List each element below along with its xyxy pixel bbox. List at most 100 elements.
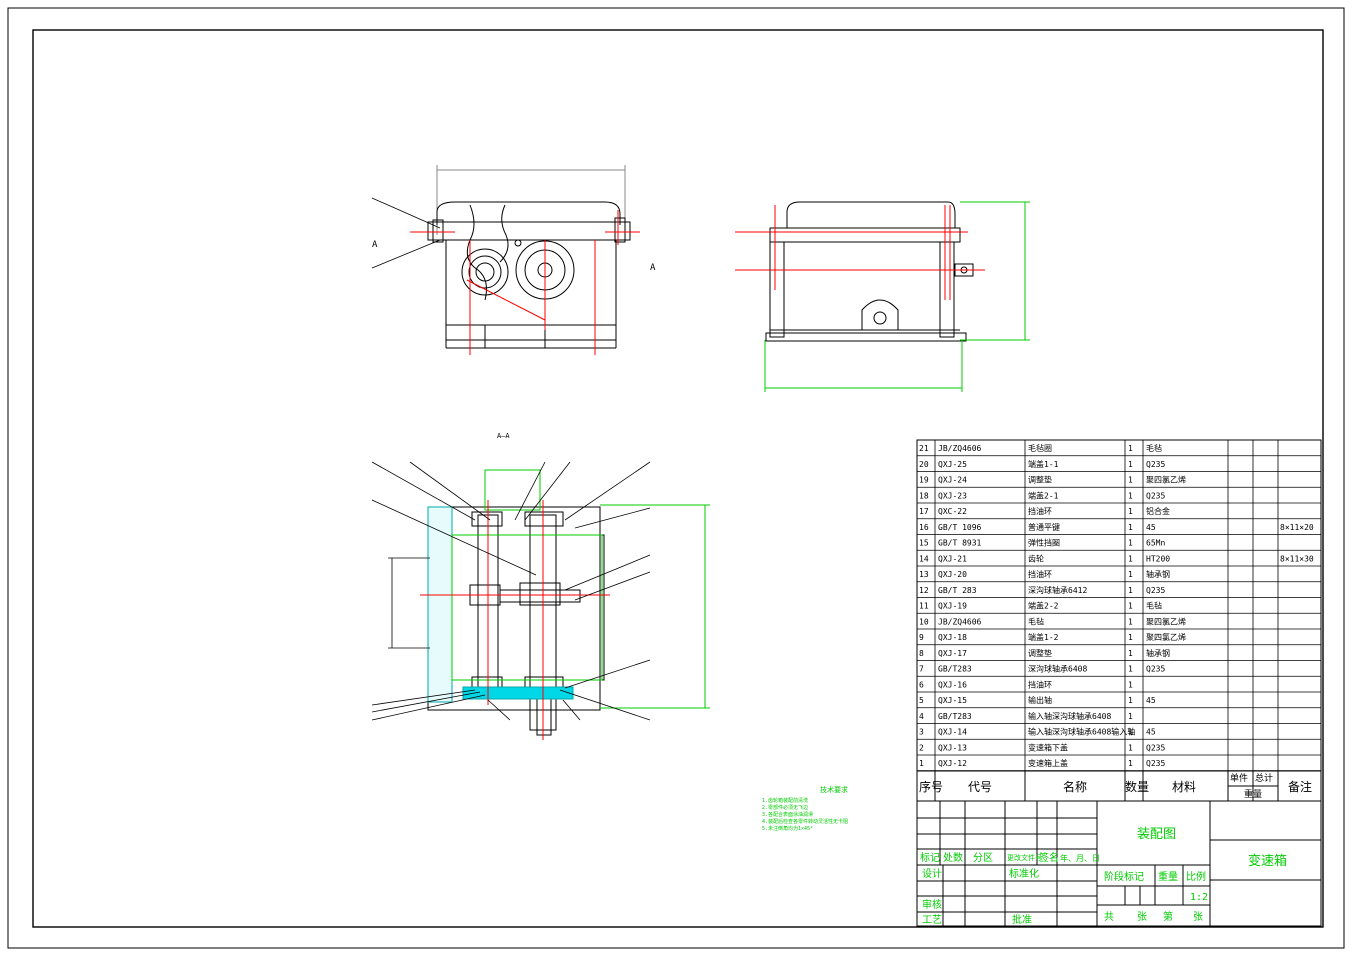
bom-row-code: QXJ-24	[938, 476, 967, 485]
tech-req-item: 3.各配合表面涂油润滑	[762, 811, 813, 818]
bom-row-code: GB/T283	[938, 665, 972, 674]
bom-row-code: GB/T283	[938, 712, 972, 721]
bom-row-code: QXJ-14	[938, 728, 967, 737]
bom-header-code: 代号	[968, 780, 992, 794]
bom-row-qty: 1	[1128, 586, 1133, 595]
section-view-centerlines	[420, 500, 610, 740]
tb-approve: 批准	[1012, 913, 1032, 926]
bom-row-material: Q235	[1146, 491, 1165, 500]
bom-row-qty: 1	[1128, 444, 1133, 453]
bom-row-code: QXJ-25	[938, 460, 967, 469]
section-dimensions	[451, 469, 710, 709]
bom-header-material: 材料	[1172, 780, 1196, 794]
bom-row-material: 聚四氯乙烯	[1146, 616, 1186, 626]
drawing-type: 装配图	[1137, 827, 1176, 842]
bom-row-material: Q235	[1146, 586, 1165, 595]
bom-row-qty: 1	[1128, 633, 1133, 642]
side-view-centerlines	[735, 205, 985, 300]
tb-mark: 标记	[920, 852, 940, 864]
tb-stage-mark: 阶段标记	[1104, 870, 1144, 883]
bom-row-qty: 1	[1128, 728, 1133, 737]
bom-row-qty: 1	[1128, 680, 1133, 689]
bom-header-total: 总计	[1255, 772, 1273, 784]
tech-req-item: 5.未注倒角均为1×45°	[762, 825, 813, 832]
bom-row-name: 齿轮	[1028, 553, 1044, 563]
front-view-leaders	[371, 197, 441, 269]
bom-row-no: 20	[919, 460, 929, 469]
bom-row-no: 3	[919, 728, 924, 737]
tb-zone: 分区	[973, 852, 993, 864]
tb-sign: 签名	[1039, 851, 1059, 864]
bom-row-code: QXJ-13	[938, 743, 967, 752]
bom-row-no: 16	[919, 523, 929, 532]
bom-row-code: JB/ZQ4606	[938, 444, 982, 453]
bom-row-name: 端盖1-1	[1028, 459, 1059, 469]
bom-row-no: 10	[919, 617, 929, 626]
bom-row-qty: 1	[1128, 491, 1133, 500]
bom-row-name: 输入轴深沟球轴承6408	[1028, 711, 1111, 721]
bom-row-note: 8×11×20	[1280, 523, 1314, 532]
bom-row-no: 11	[919, 602, 929, 611]
bom-row-name: 输出轴	[1028, 695, 1052, 705]
tb-review: 审核	[922, 898, 942, 911]
section-leaders	[371, 461, 651, 721]
bom-header-qty: 数量	[1125, 779, 1149, 794]
bom-row-material: 轴承钢	[1146, 648, 1170, 658]
bom-row-code: QXJ-12	[938, 759, 967, 768]
bom-row-material: HT200	[1146, 554, 1170, 563]
bom-row-material: 聚四氯乙烯	[1146, 632, 1186, 642]
bom-row-qty: 1	[1128, 476, 1133, 485]
bom-row-material: 毛毡	[1146, 601, 1162, 611]
bom-row-no: 9	[919, 633, 924, 642]
bom-row-name: 挡油环	[1028, 679, 1052, 689]
tb-sheets-total: 共	[1104, 911, 1114, 923]
section-view-left-dim	[388, 557, 430, 649]
section-label: A—A	[497, 432, 510, 440]
bom-row-no: 1	[919, 759, 924, 768]
tb-scale: 1:2	[1190, 892, 1208, 903]
section-view	[427, 506, 605, 736]
bom-row-code: QXJ-16	[938, 680, 967, 689]
tb-change-doc: 更改文件号	[1007, 853, 1042, 862]
bom-row-code: GB/T 1096	[938, 523, 982, 532]
bom-row-name: 端盖2-2	[1028, 601, 1059, 611]
bom-row-qty: 1	[1128, 617, 1133, 626]
bom-row-no: 8	[919, 649, 924, 658]
bom-row-code: QXJ-21	[938, 554, 967, 563]
bom-row-name: 挡油环	[1028, 569, 1052, 579]
bom-row-name: 毛毡	[1028, 616, 1044, 626]
technical-requirements: 技术要求 1.齿轮箱装配前清洗 2.零部件必须无飞边 3.各配合表面涂油润滑 4…	[762, 785, 848, 832]
bom-row-no: 5	[919, 696, 924, 705]
bom-row-name: 挡油环	[1028, 506, 1052, 516]
front-view	[427, 165, 631, 349]
bom-row-qty: 1	[1128, 460, 1133, 469]
tb-design: 设计	[922, 867, 942, 880]
bom-row-no: 19	[919, 476, 929, 485]
view-marker-right: A	[650, 263, 656, 273]
bom-row-material: Q235	[1146, 743, 1165, 752]
bom-row-code: QXJ-17	[938, 649, 967, 658]
tb-process: 工艺	[922, 914, 942, 926]
bom-header-name: 名称	[1063, 779, 1087, 794]
bom-row-no: 13	[919, 570, 929, 579]
bom-row-code: GB/T 283	[938, 586, 977, 595]
tb-standard: 标准化	[1009, 867, 1039, 880]
bom-row-no: 6	[919, 680, 924, 689]
bom-row-material: 轴承钢	[1146, 569, 1170, 579]
outer-border	[7, 7, 1345, 949]
bom-row-name: 普通平键	[1028, 522, 1060, 532]
tb-scale-label: 比例	[1186, 870, 1206, 883]
bom-row-material: 毛毡	[1146, 443, 1162, 453]
tb-sheets-unit: 张	[1137, 911, 1147, 923]
bom-row-material: 聚四氯乙烯	[1146, 475, 1186, 485]
bom-row-qty: 1	[1128, 743, 1133, 752]
bom-row-qty: 1	[1128, 665, 1133, 674]
bom-row-no: 17	[919, 507, 929, 516]
tech-req-item: 4.装配后检查各零件转动灵活性无卡阻	[762, 818, 848, 825]
side-view	[765, 201, 974, 342]
bom-row-code: QXJ-19	[938, 602, 967, 611]
bom-row-name: 调整垫	[1028, 475, 1052, 485]
bom-header-weight: 重量	[1244, 788, 1262, 800]
bom-row-name: 调整垫	[1028, 648, 1052, 658]
